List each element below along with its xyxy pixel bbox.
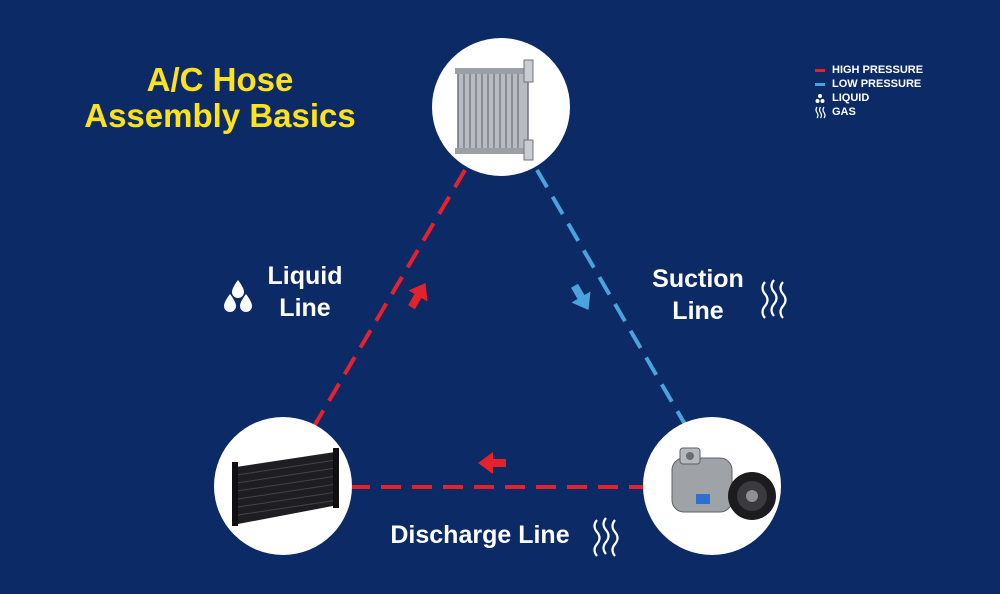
suction-gas-icon <box>761 279 787 319</box>
blue-line-icon <box>815 77 829 91</box>
title-line-1: A/C Hose <box>146 61 294 98</box>
legend-label: LIQUID <box>832 92 870 104</box>
condenser-node <box>214 417 352 555</box>
liquid-line <box>311 168 467 430</box>
gas-waves-icon <box>815 105 829 119</box>
legend-label: HIGH PRESSURE <box>832 64 924 76</box>
droplets-icon <box>224 280 252 312</box>
page-title: A/C Hose Assembly Basics <box>40 62 400 134</box>
compressor-node <box>643 417 781 555</box>
suction-line-label-1: Suction <box>652 265 744 293</box>
red-line-icon <box>815 63 829 77</box>
legend-item-low-pressure: LOW PRESSURE <box>815 77 923 91</box>
legend-label: GAS <box>832 106 856 118</box>
legend-item-liquid: LIQUID <box>815 91 923 105</box>
discharge-line-label: Discharge Line <box>390 521 570 549</box>
suction-line <box>535 168 688 428</box>
evaporator-icon <box>455 59 534 161</box>
condenser-icon <box>232 448 339 526</box>
suction-flow-arrow-icon <box>571 283 591 310</box>
suction-line-label: Suction Line <box>638 263 758 327</box>
liquid-line-label: Liquid Line <box>250 260 360 324</box>
legend-label: LOW PRESSURE <box>832 78 922 90</box>
evaporator-node <box>432 38 570 176</box>
legend: HIGH PRESSURE LOW PRESSURE LIQUID GAS <box>815 63 923 119</box>
discharge-gas-icon <box>593 517 619 557</box>
suction-line-label-2: Line <box>672 297 724 325</box>
discharge-flow-arrow-icon <box>478 452 506 474</box>
liquid-line-label-2: Line <box>279 294 331 322</box>
liquid-line-label-1: Liquid <box>267 262 343 290</box>
legend-item-high-pressure: HIGH PRESSURE <box>815 63 923 77</box>
liquid-flow-arrow-icon <box>408 283 428 310</box>
title-line-2: Assembly Basics <box>84 97 356 134</box>
droplets-icon <box>815 91 829 105</box>
legend-item-gas: GAS <box>815 105 923 119</box>
compressor-icon <box>671 447 776 520</box>
